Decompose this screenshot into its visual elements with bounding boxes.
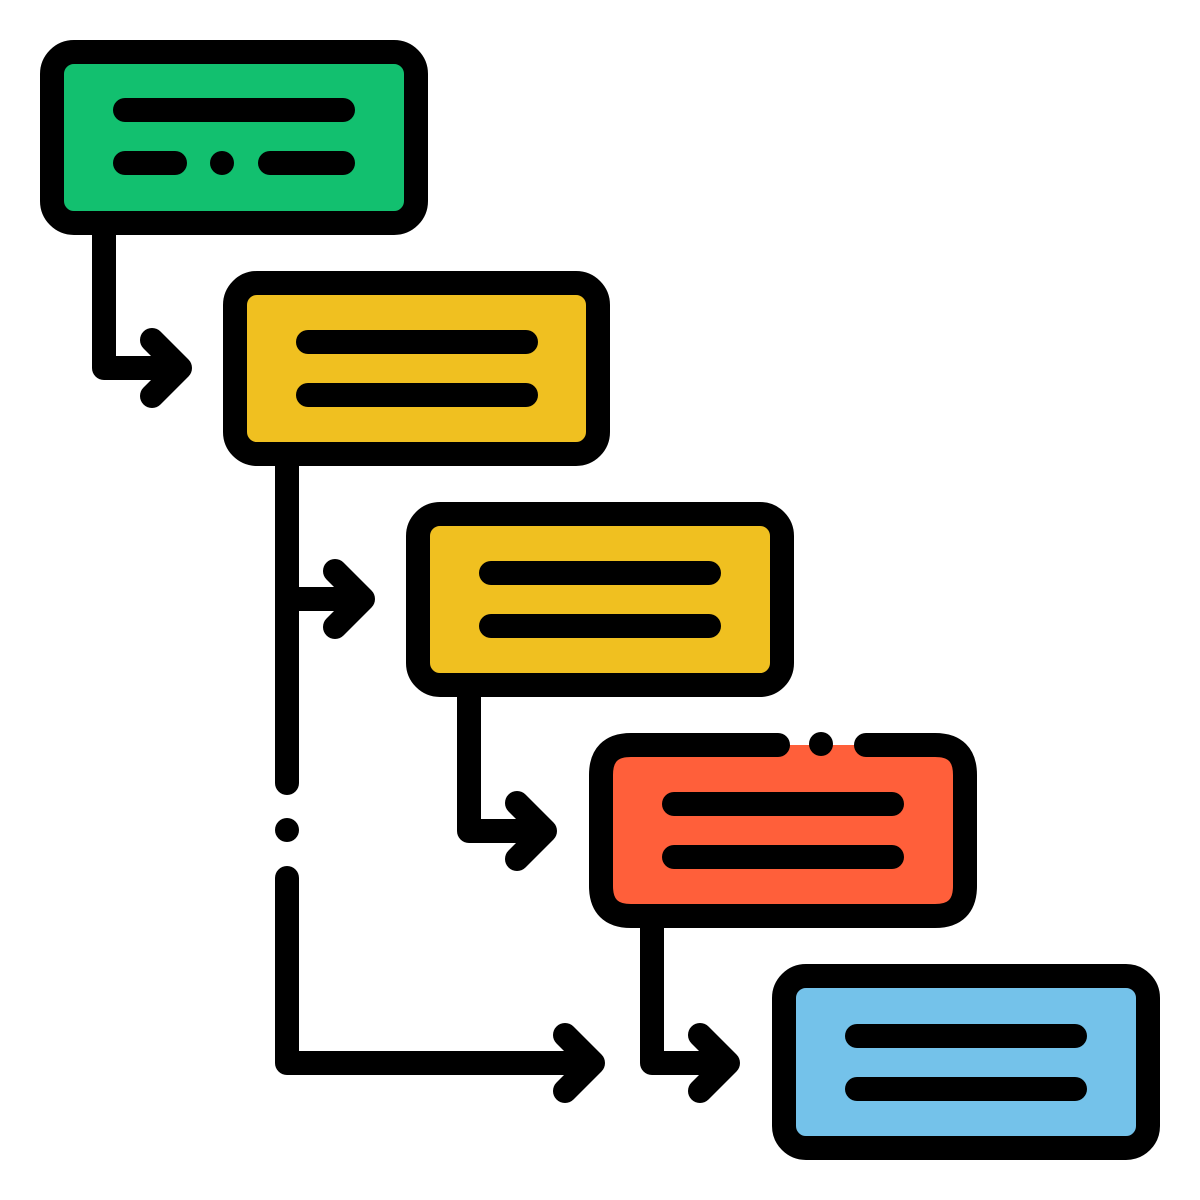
step-4-box [589,732,977,928]
arrow-2-to-3-icon [275,454,375,795]
text-lines-icon [479,561,721,638]
step-1-box [40,40,428,235]
dot-icon [275,818,299,842]
arrow-4-to-5-icon [640,916,740,1103]
arrow-1-to-2-icon [92,223,192,408]
dot-icon [210,151,234,175]
box-fill [40,40,428,235]
box-fill [223,271,610,466]
box-fill [772,964,1160,1160]
box-fill [601,745,965,916]
text-lines-icon [662,792,904,869]
step-5-box [772,964,1160,1160]
arrow-3-to-4-icon [457,685,557,871]
text-lines-icon [296,330,538,407]
step-3-box [406,502,794,697]
arrow-2-to-bottom-icon [275,866,605,1103]
text-lines-icon [113,98,355,175]
dot-icon [809,732,833,756]
box-border [589,733,977,928]
box-fill [406,502,794,697]
text-lines-icon [845,1024,1087,1101]
step-2-box [223,271,610,466]
